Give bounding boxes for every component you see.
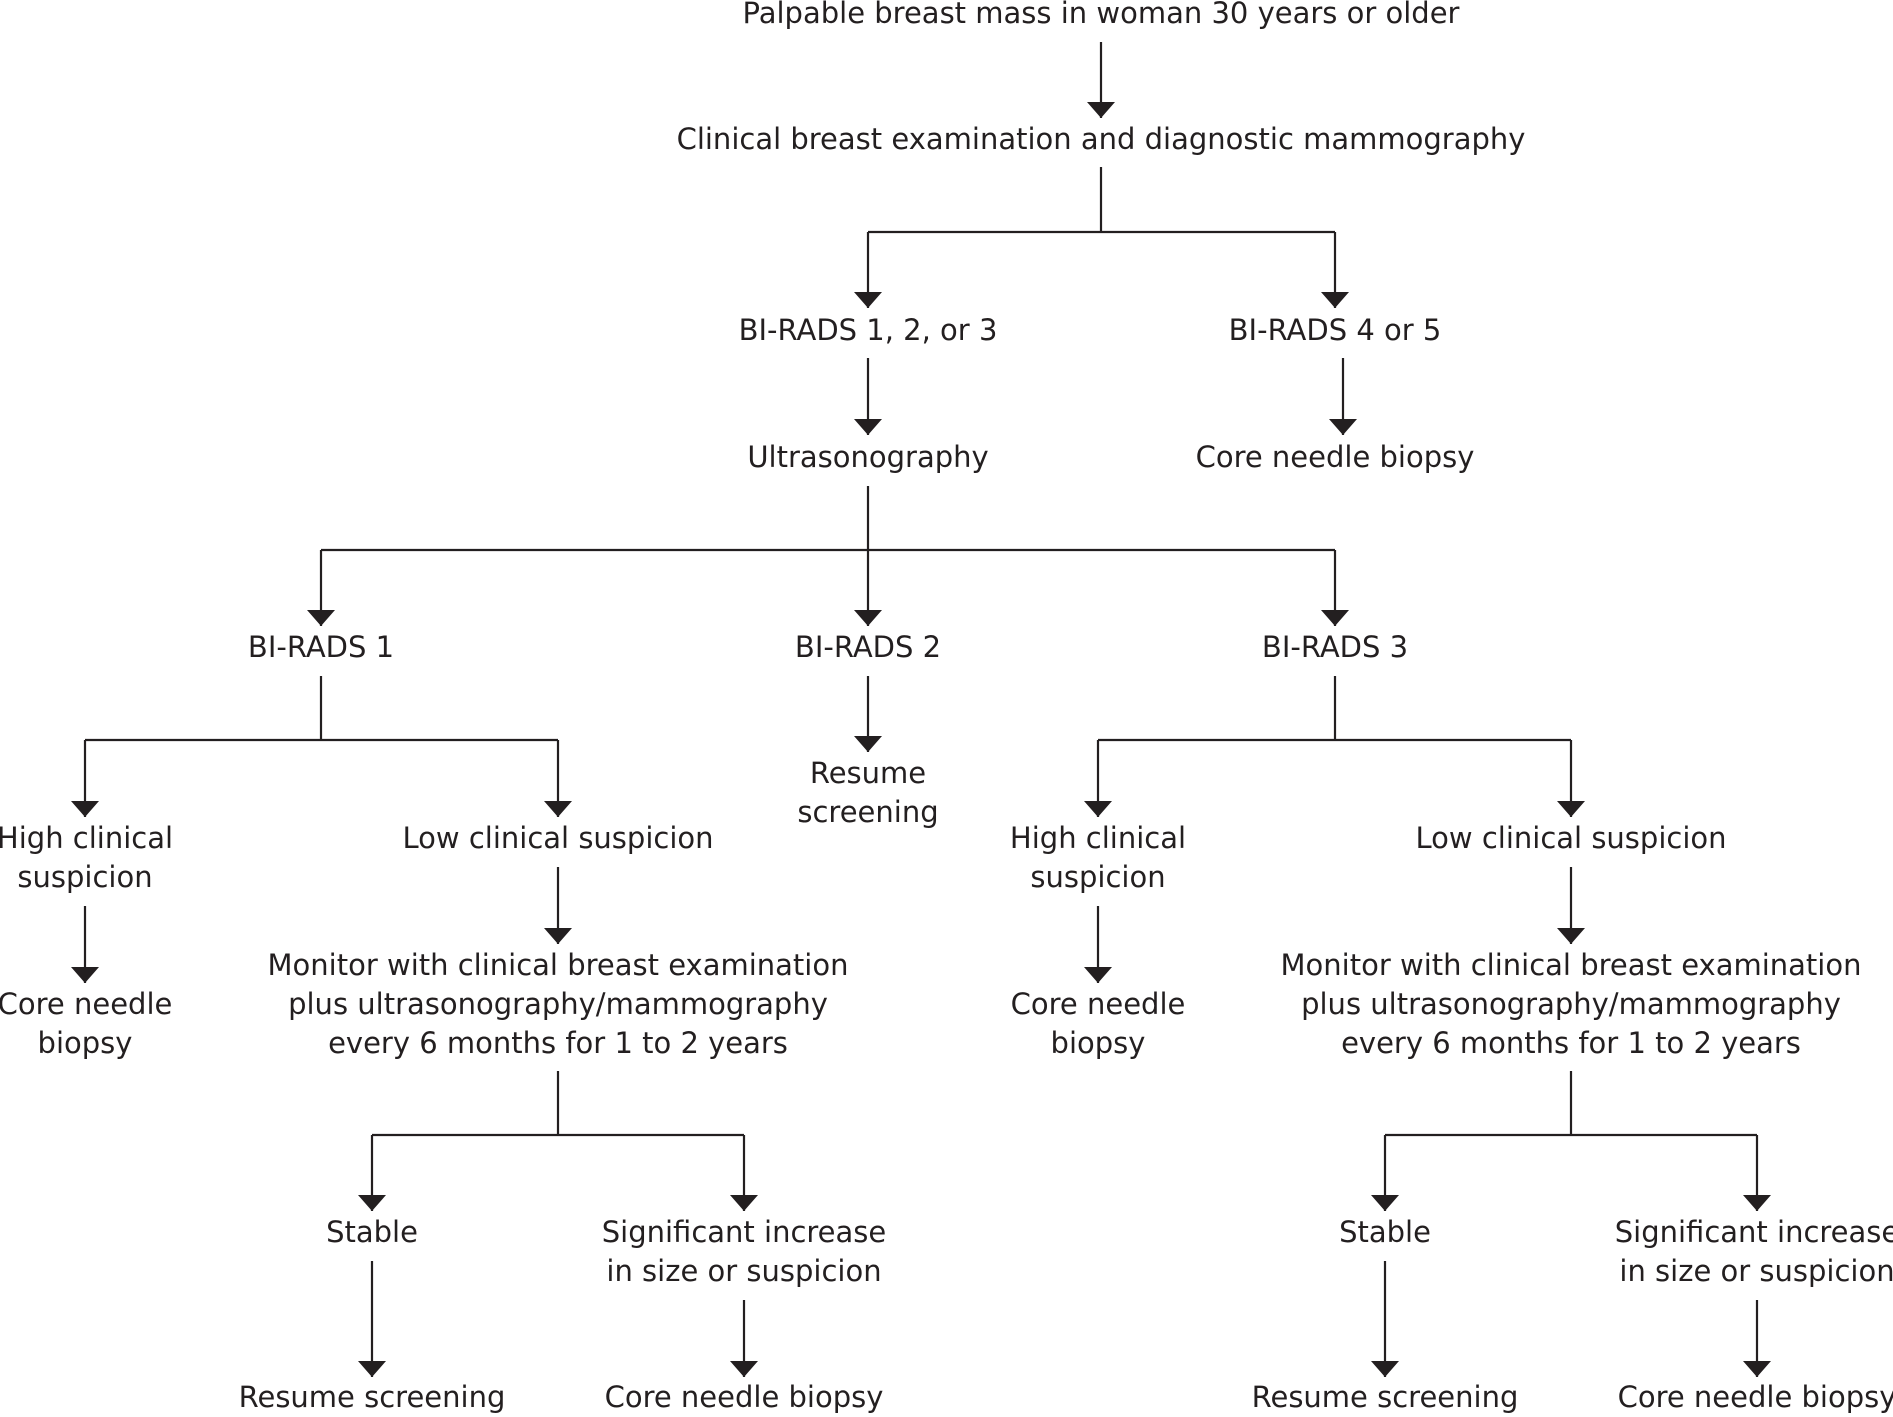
node-b3-final-biopsy: Core needle biopsy	[1617, 1380, 1893, 1414]
node-b3-core-needle-biopsy: Core needle biopsy	[1010, 987, 1186, 1060]
node-b1-high-suspicion: High clinical suspicion	[0, 821, 174, 894]
node-birads-1-2-3: BI-RADS 1, 2, or 3	[738, 313, 998, 347]
node-b1-significant-increase: Significant increase in size or suspicio…	[601, 1215, 887, 1288]
node-b3-significant-increase: Significant increase in size or suspicio…	[1614, 1215, 1893, 1288]
node-b3-low-suspicion: Low clinical suspicion	[1415, 821, 1727, 855]
node-us-birads-3: BI-RADS 3	[1261, 630, 1409, 664]
node-b1-core-needle-biopsy: Core needle biopsy	[0, 987, 173, 1060]
node-clinical-exam-mammography: Clinical breast examination and diagnost…	[676, 122, 1526, 156]
node-b3-monitor: Monitor with clinical breast examination…	[1280, 948, 1862, 1060]
node-birads-4-5: BI-RADS 4 or 5	[1228, 313, 1442, 347]
node-resume-screening-birads-2: Resume screening	[797, 756, 939, 829]
node-ultrasonography: Ultrasonography	[747, 440, 989, 474]
node-b1-low-suspicion: Low clinical suspicion	[402, 821, 714, 855]
node-b1-stable: Stable	[326, 1215, 418, 1249]
node-b1-final-biopsy: Core needle biopsy	[604, 1380, 884, 1414]
node-b3-high-suspicion: High clinical suspicion	[1009, 821, 1187, 894]
node-b3-resume-screening: Resume screening	[1251, 1380, 1519, 1414]
branch-b3-monitor	[1385, 1071, 1757, 1137]
node-palpable-mass: Palpable breast mass in woman 30 years o…	[742, 0, 1460, 30]
node-us-birads-2: BI-RADS 2	[794, 630, 942, 664]
branch-ultrasound	[321, 486, 1335, 552]
branch-birads1	[85, 676, 558, 742]
branch-exam	[868, 167, 1335, 234]
node-b1-monitor: Monitor with clinical breast examination…	[267, 948, 849, 1060]
node-b3-stable: Stable	[1339, 1215, 1431, 1249]
branch-b1-monitor	[372, 1071, 744, 1137]
node-us-birads-1: BI-RADS 1	[247, 630, 395, 664]
node-core-needle-biopsy-top: Core needle biopsy	[1195, 440, 1475, 474]
branch-birads3	[1098, 676, 1571, 742]
node-b1-resume-screening: Resume screening	[238, 1380, 506, 1414]
